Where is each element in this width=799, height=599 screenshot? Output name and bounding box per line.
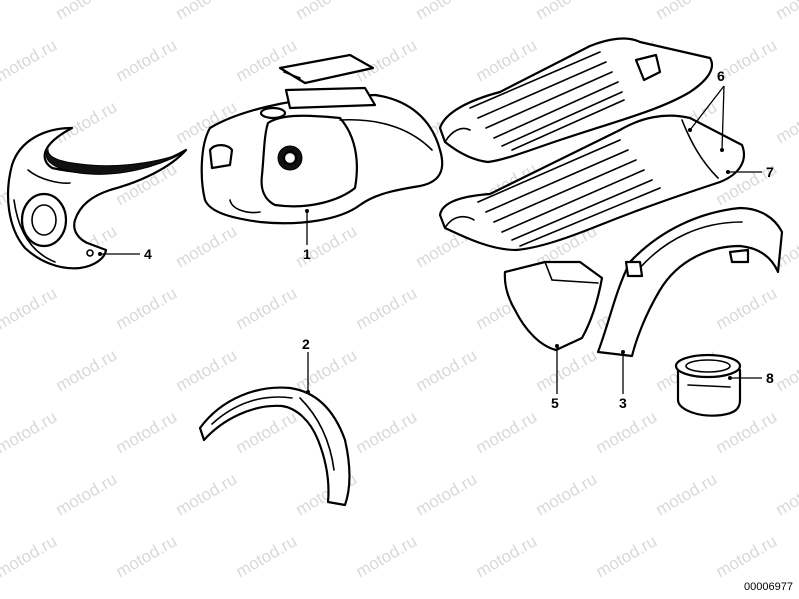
watermark-text: motod.ru — [233, 283, 301, 333]
tank-cap-cover — [278, 53, 375, 85]
watermark-text: motod.ru — [0, 35, 60, 85]
reference-number: 00006977 — [744, 581, 793, 593]
watermark-text: motod.ru — [233, 531, 301, 581]
small-can — [674, 353, 742, 417]
watermark-text: motod.ru — [413, 469, 481, 519]
watermark-text: motod.ru — [353, 531, 421, 581]
watermark-text: motod.ru — [413, 0, 481, 23]
watermark-text: motod.ru — [533, 469, 601, 519]
callout-6: 6 — [717, 68, 725, 84]
watermark-text: motod.ru — [113, 35, 181, 85]
callout-4: 4 — [144, 246, 152, 262]
side-cover — [503, 260, 604, 352]
watermark-text: motod.ru — [113, 531, 181, 581]
watermark-text: motod.ru — [173, 469, 241, 519]
watermark-text: motod.ru — [53, 0, 121, 23]
watermark-text: motod.ru — [533, 0, 601, 23]
rear-mudguard — [596, 206, 784, 358]
watermark-text: motod.ru — [353, 407, 421, 457]
watermark-text: motod.ru — [0, 283, 60, 333]
watermark-text: motod.ru — [53, 97, 121, 147]
callouts: 1 2 3 4 5 6 7 8 — [144, 68, 774, 411]
front-mudguard — [198, 386, 351, 507]
callout-8: 8 — [766, 370, 774, 386]
watermark-text: motod.ru — [773, 469, 799, 519]
callout-7: 7 — [766, 164, 774, 180]
watermark-text: motod.ru — [473, 407, 541, 457]
leader-lines — [98, 85, 762, 394]
watermark-text: motod.ru — [773, 97, 799, 147]
watermark-text: motod.ru — [353, 283, 421, 333]
watermark-text: motod.ru — [53, 345, 121, 395]
callout-2: 2 — [302, 336, 310, 352]
watermark-text: motod.ru — [293, 345, 361, 395]
watermark-text: motod.ru — [533, 345, 601, 395]
watermark-text: motod.ru — [473, 531, 541, 581]
callout-1: 1 — [303, 246, 311, 262]
watermark-text: motod.ru — [773, 0, 799, 23]
watermark-text: motod.ru — [233, 35, 301, 85]
callout-5: 5 — [551, 395, 559, 411]
watermark-text: motod.ru — [0, 407, 60, 457]
watermark-text: motod.ru — [653, 469, 721, 519]
fuel-tank — [200, 86, 444, 225]
watermark-text: motod.ru — [173, 345, 241, 395]
watermark-text: motod.ru — [713, 531, 781, 581]
watermark-text: motod.ru — [353, 35, 421, 85]
watermark-text: motod.ru — [233, 407, 301, 457]
watermark-text: motod.ru — [413, 345, 481, 395]
watermark-text: motod.ru — [173, 0, 241, 23]
callout-3: 3 — [619, 395, 627, 411]
watermark-text: motod.ru — [293, 0, 361, 23]
seat-upper — [438, 37, 714, 164]
watermark-text: motod.ru — [653, 0, 721, 23]
seat-lower — [438, 114, 746, 252]
watermark-text: motod.ru — [53, 469, 121, 519]
watermark-text: motod.ru — [0, 531, 60, 581]
watermark-text: motod.ru — [113, 283, 181, 333]
watermark-text: motod.ru — [593, 531, 661, 581]
watermark-text: motod.ru — [113, 407, 181, 457]
watermark-text: motod.ru — [773, 345, 799, 395]
headlight-fairing — [6, 126, 188, 270]
watermark-text: motod.ru — [593, 407, 661, 457]
watermark-text: motod.ru — [173, 221, 241, 271]
watermark-text: motod.ru — [713, 283, 781, 333]
